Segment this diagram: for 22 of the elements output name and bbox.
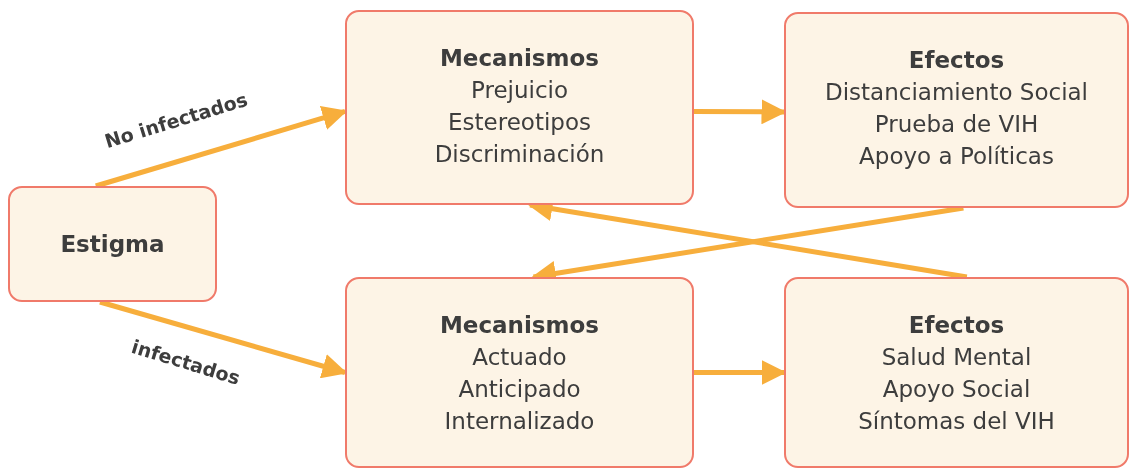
process-box bbox=[784, 277, 1129, 468]
box-item: Distanciamiento Social bbox=[825, 78, 1088, 107]
box-item: Prejuicio bbox=[471, 76, 568, 105]
box-item: Discriminación bbox=[434, 140, 605, 169]
box-heading: Efectos bbox=[908, 46, 1005, 75]
box-heading: Efectos bbox=[908, 311, 1005, 340]
box-item: Prueba de VIH bbox=[874, 110, 1039, 139]
box-item: Apoyo a Políticas bbox=[859, 142, 1054, 171]
box-item: Síntomas del VIH bbox=[858, 407, 1055, 436]
process-box bbox=[345, 277, 694, 468]
box-item: Estereotipos bbox=[448, 108, 591, 137]
box-heading: Mecanismos bbox=[439, 44, 599, 73]
process-box bbox=[345, 10, 694, 205]
box-heading: Estigma bbox=[60, 230, 165, 259]
box-heading: Mecanismos bbox=[439, 311, 599, 340]
process-box bbox=[8, 186, 217, 302]
box-item: Salud Mental bbox=[881, 343, 1032, 372]
process-box bbox=[784, 12, 1129, 208]
box-item: Actuado bbox=[472, 343, 567, 372]
box-item: Apoyo Social bbox=[882, 375, 1031, 404]
box-item: Anticipado bbox=[458, 375, 581, 404]
box-item: Internalizado bbox=[444, 407, 595, 436]
